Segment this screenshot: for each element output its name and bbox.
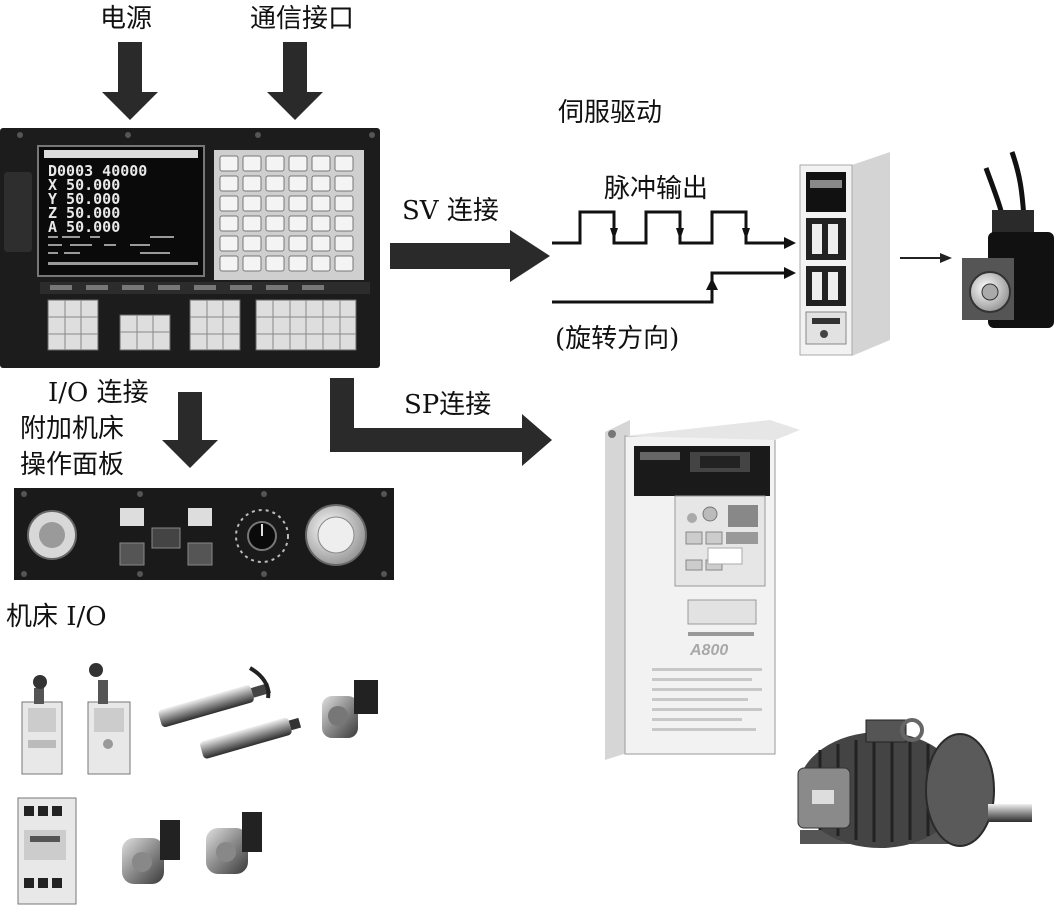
cnc-key bbox=[334, 155, 354, 172]
comm-interface-label: 通信接口 bbox=[250, 4, 355, 34]
servo-drive-label: 伺服驱动 bbox=[558, 98, 663, 128]
io-connection-arrow bbox=[162, 392, 218, 468]
cnc-key bbox=[334, 175, 354, 192]
cnc-function-keys bbox=[47, 299, 357, 351]
cnc-key bbox=[288, 235, 308, 252]
cnc-key bbox=[288, 155, 308, 172]
io-connection-label: I/O 连接 bbox=[48, 378, 149, 408]
cnc-screen-row: X 50.000 bbox=[48, 176, 120, 194]
comm-down-arrow bbox=[267, 42, 323, 120]
io-switch-6 bbox=[206, 812, 262, 874]
machine-io-label: 机床 I/O bbox=[6, 602, 107, 632]
servo-motor bbox=[962, 151, 1054, 328]
cnc-screen-row: Y 50.000 bbox=[48, 190, 120, 208]
cnc-key bbox=[265, 255, 285, 272]
cnc-key bbox=[311, 195, 331, 212]
limit-switch-2 bbox=[87, 663, 131, 775]
power-down-arrow bbox=[102, 42, 158, 120]
io-switch-3 bbox=[322, 680, 378, 738]
pulse-output-signal bbox=[552, 210, 790, 245]
drive-to-motor-arrow bbox=[900, 253, 952, 263]
aux-panel-label-line1: 附加机床 bbox=[20, 414, 125, 444]
cnc-key bbox=[265, 195, 285, 212]
cnc-key bbox=[242, 255, 262, 272]
sp-connection-label: SP连接 bbox=[404, 390, 492, 420]
cnc-key bbox=[265, 155, 285, 172]
inverter-unit: A800 bbox=[605, 420, 800, 760]
proximity-sensor-2 bbox=[200, 717, 302, 759]
sv-connection-arrow bbox=[390, 230, 550, 282]
cnc-key bbox=[219, 155, 239, 172]
cnc-key bbox=[265, 215, 285, 232]
cnc-key bbox=[288, 195, 308, 212]
cnc-key bbox=[311, 215, 331, 232]
sv-connection-label: SV 连接 bbox=[402, 196, 499, 226]
servo-drive-unit bbox=[799, 152, 890, 356]
cnc-key bbox=[242, 235, 262, 252]
inverter-model-label: A800 bbox=[689, 642, 728, 659]
power-label: 电源 bbox=[100, 4, 153, 34]
cnc-key bbox=[311, 255, 331, 272]
spindle-motor bbox=[797, 718, 1032, 848]
cnc-screen-row: Z 50.000 bbox=[48, 204, 120, 222]
rotation-direction-label: (旋转方向) bbox=[555, 324, 680, 354]
cnc-key bbox=[334, 215, 354, 232]
aux-panel-label-line2: 操作面板 bbox=[20, 450, 125, 480]
contactor bbox=[17, 797, 77, 905]
cnc-key bbox=[242, 155, 262, 172]
cnc-display-screen bbox=[37, 145, 205, 277]
limit-switch-1 bbox=[21, 675, 63, 775]
cnc-key bbox=[288, 255, 308, 272]
cnc-key bbox=[242, 195, 262, 212]
cnc-key bbox=[242, 175, 262, 192]
cnc-key bbox=[334, 235, 354, 252]
cnc-key bbox=[288, 175, 308, 192]
cnc-key bbox=[311, 175, 331, 192]
cnc-key bbox=[242, 215, 262, 232]
cnc-key bbox=[219, 215, 239, 232]
cnc-key bbox=[265, 235, 285, 252]
cnc-screen-row: A 50.000 bbox=[48, 218, 120, 236]
cnc-key bbox=[219, 175, 239, 192]
cnc-key bbox=[219, 255, 239, 272]
cnc-key bbox=[265, 175, 285, 192]
cnc-key bbox=[334, 195, 354, 212]
cnc-key bbox=[311, 155, 331, 172]
cnc-key bbox=[288, 215, 308, 232]
cnc-key bbox=[334, 255, 354, 272]
sp-connection-arrow bbox=[330, 378, 552, 466]
cnc-key bbox=[311, 235, 331, 252]
direction-signal bbox=[552, 267, 796, 304]
aux-machine-operation-panel bbox=[14, 488, 394, 580]
io-switch-5 bbox=[122, 820, 180, 884]
pulse-output-label: 脉冲输出 bbox=[604, 174, 709, 204]
cnc-screen-row: D0003 40000 bbox=[48, 162, 147, 180]
cnc-key bbox=[219, 235, 239, 252]
pulse-edge-markers bbox=[610, 228, 796, 249]
cnc-key bbox=[219, 195, 239, 212]
proximity-sensor-1 bbox=[158, 683, 271, 728]
